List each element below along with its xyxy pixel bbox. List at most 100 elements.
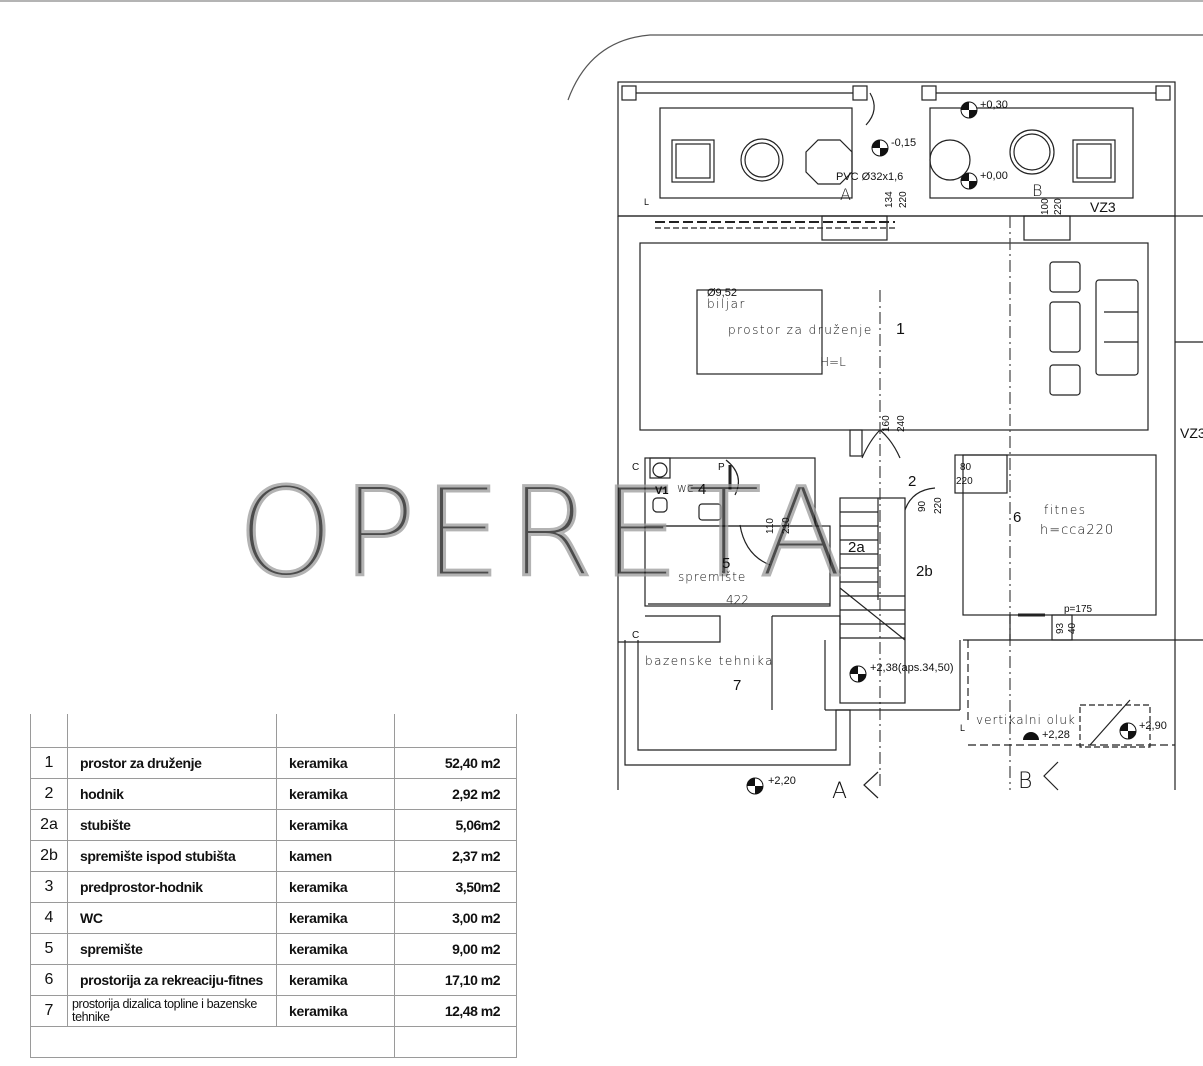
level-label: +2,38(aps.34,50) (870, 662, 953, 674)
level-label: +0,30 (980, 99, 1008, 111)
room-name: prostorija dizalica topline i bazenske t… (67, 995, 277, 1027)
level-marker-icon (1119, 722, 1137, 740)
pvc-pipe-label: PVC Ø32x1,6 (836, 171, 903, 183)
p-label: P (718, 462, 725, 473)
level-marker-icon (960, 101, 978, 119)
dimension-label: 160 (881, 415, 892, 432)
room-4-number: 4 (698, 481, 706, 498)
level-label: +2,28 (1042, 729, 1070, 741)
dimension-label: 240 (896, 415, 907, 432)
room-1-number: 1 (896, 321, 905, 338)
section-a-top: A (840, 185, 851, 204)
level-label: -0,15 (891, 137, 916, 149)
dimension-label: 220 (898, 191, 909, 208)
vertical-gutter-label: vertikalni oluk (976, 713, 1076, 727)
floor-material: keramika (276, 778, 395, 810)
room-7-number: 7 (733, 677, 741, 694)
room-6-height: h=cca220 (1040, 523, 1114, 538)
watermark: OPERETA (238, 462, 851, 604)
room-number: 2a (30, 809, 68, 841)
room-number: 1 (30, 747, 68, 779)
room-number: 2b (30, 840, 68, 872)
room-area: 3,00 m2 (394, 902, 517, 934)
dimension-label: 134 (884, 191, 895, 208)
room-5-name: spremište (678, 570, 746, 584)
room-area: 9,00 m2 (394, 933, 517, 965)
empty-cell (394, 1026, 517, 1058)
c-label: C (632, 462, 639, 473)
dimension-422: 422 (726, 593, 749, 607)
section-b-top: B (1032, 181, 1042, 200)
room-name: prostor za druženje (67, 747, 277, 779)
floor-material: keramika (276, 964, 395, 996)
level-marker-icon (871, 139, 889, 157)
room-number: 3 (30, 871, 68, 903)
biljar-dimension: Ø9,52 (707, 287, 737, 299)
room-6-number: 6 (1013, 509, 1021, 526)
room-area: 52,40 m2 (394, 747, 517, 779)
level-marker-icon (746, 777, 764, 795)
room-2-number: 2 (908, 473, 916, 490)
level-label: +2,90 (1139, 720, 1167, 732)
room-name: spremište (67, 933, 277, 965)
room-area: 2,37 m2 (394, 840, 517, 872)
table-empty-row (30, 1026, 517, 1058)
vz3-label-right: VZ3 (1180, 425, 1203, 441)
dimension-label: 93 (1055, 622, 1066, 634)
empty-cell (30, 1026, 395, 1058)
room-name: prostorija za rekreaciju-fitnes (67, 964, 277, 996)
room-number: 5 (30, 933, 68, 965)
level-marker-icon (1023, 732, 1039, 740)
room-2a-number: 2a (848, 539, 865, 556)
plan-walls (0, 0, 1203, 799)
room-area: 2,92 m2 (394, 778, 517, 810)
room-number: 2 (30, 778, 68, 810)
room-name: spremište ispod stubišta (67, 840, 277, 872)
room-name: hodnik (67, 778, 277, 810)
dimension-label: 220 (956, 476, 973, 487)
room-6-name: fitnes (1044, 503, 1087, 517)
biljar-label: biljar (707, 297, 746, 311)
room-7-name: bazenske tehnika (645, 654, 774, 668)
room-number: 7 (30, 995, 68, 1027)
floor-material: keramika (276, 871, 395, 903)
room-area: 3,50m2 (394, 871, 517, 903)
l-label: L (960, 723, 965, 733)
height-mark: H=L (820, 355, 846, 369)
floor-material: keramika (276, 809, 395, 841)
room-5-number: 5 (722, 555, 730, 572)
room-number: 4 (30, 902, 68, 934)
floor-material: kamen (276, 840, 395, 872)
level-label: +0,00 (980, 170, 1008, 182)
level-label: +2,20 (768, 775, 796, 787)
room-number: 6 (30, 964, 68, 996)
table-header-row (30, 714, 517, 748)
floor-material: keramika (276, 995, 395, 1027)
room-name: stubište (67, 809, 277, 841)
section-b-marker: B (1018, 769, 1032, 794)
l-label: L (644, 197, 649, 207)
level-marker-icon (960, 172, 978, 190)
room-name: predprostor-hodnik (67, 871, 277, 903)
level-marker-icon (849, 665, 867, 683)
section-a-marker: A (832, 779, 847, 804)
floor-material: keramika (276, 902, 395, 934)
level-markers (746, 101, 1137, 795)
v1-label: V1 (655, 485, 668, 497)
room-area: 17,10 m2 (394, 964, 517, 996)
dimension-label: 220 (1053, 198, 1064, 215)
floor-material: keramika (276, 747, 395, 779)
room-1-name: prostor za druženje (728, 323, 873, 337)
wc-label: wc (677, 481, 693, 495)
room-name: WC (67, 902, 277, 934)
room-area: 12,48 m2 (394, 995, 517, 1027)
